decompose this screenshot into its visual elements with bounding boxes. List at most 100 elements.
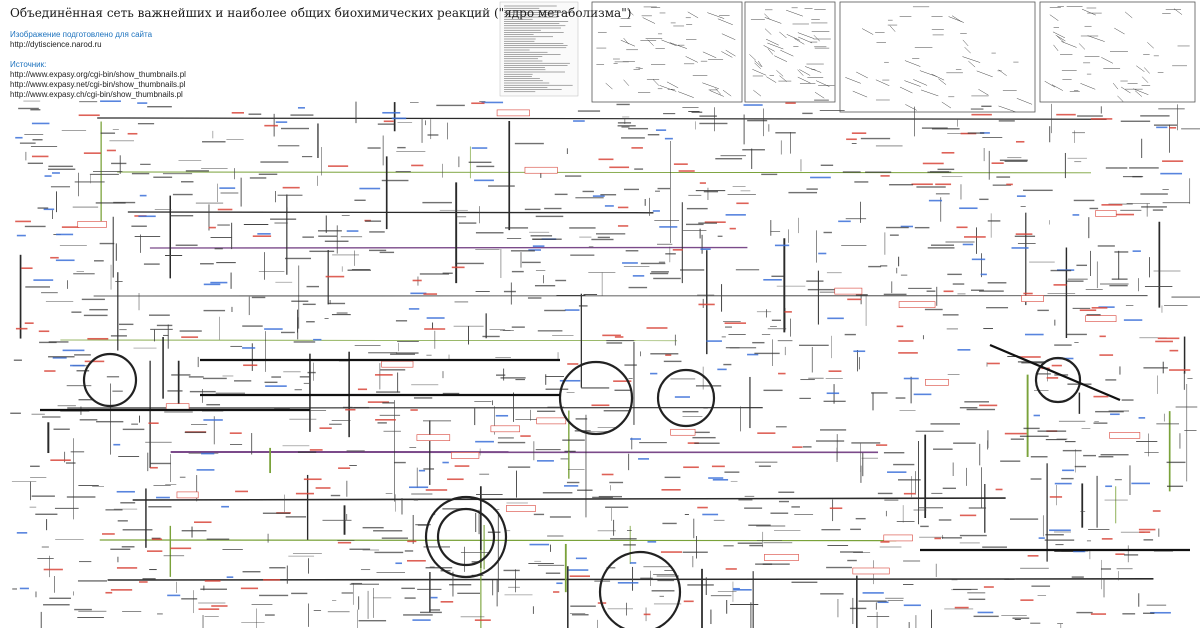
source-url-link[interactable]: http://www.expasy.net/cgi-bin/show_thumb… (10, 80, 186, 89)
compound-name (330, 494, 341, 497)
source-url-link[interactable]: http://www.expasy.ch/cgi-bin/show_thumbn… (10, 90, 183, 99)
enzyme-label (660, 551, 683, 553)
enzyme-label (532, 245, 545, 247)
compound-name (947, 273, 962, 276)
reaction-arrow (976, 70, 993, 78)
enzyme-label (757, 432, 776, 434)
compound-name (214, 247, 223, 250)
compound-name (605, 506, 629, 508)
enzyme-label (84, 360, 105, 363)
compound-name (413, 397, 433, 399)
enzyme-label (553, 591, 560, 593)
site-url-link[interactable]: http://dytiscience.narod.ru (10, 40, 102, 49)
reaction-arrow (799, 69, 811, 76)
compound-name (318, 235, 338, 237)
compound-name (1066, 333, 1087, 336)
compound-name (699, 115, 717, 117)
compound-name (369, 231, 385, 233)
compound-name (788, 191, 818, 194)
compound-name (762, 563, 790, 565)
pathway-name-box (524, 166, 558, 174)
compound-name (74, 354, 91, 356)
enzyme-label (655, 129, 667, 131)
compound-name (30, 465, 40, 468)
enzyme-label (367, 401, 390, 403)
enzyme-label (1169, 369, 1191, 371)
enzyme-label (1138, 528, 1156, 531)
enzyme-label (56, 233, 74, 236)
reaction-arrow (1117, 95, 1124, 102)
enzyme-label (1015, 233, 1033, 235)
pathway-line (127, 211, 654, 214)
enzyme-label (700, 248, 711, 250)
compound-name (771, 319, 782, 322)
compound-name (171, 374, 191, 376)
enzyme-label (410, 409, 418, 411)
enzyme-label (471, 102, 485, 105)
compound-name (1093, 422, 1108, 424)
pathway-name-box (451, 452, 480, 459)
compound-name (747, 119, 768, 122)
enzyme-label (15, 220, 31, 223)
enzyme-label (52, 172, 60, 174)
enzyme-label (410, 292, 427, 295)
compound-name (715, 158, 743, 160)
reaction-arrow (767, 42, 784, 50)
compound-name (264, 381, 278, 384)
enzyme-label (1015, 140, 1025, 143)
enzyme-label (652, 210, 660, 212)
enzyme-label (1101, 538, 1113, 540)
pathway-name-box (925, 379, 949, 386)
compound-name (180, 181, 194, 183)
compound-name (147, 105, 172, 108)
reaction-arrow (797, 76, 811, 84)
compound-name (202, 141, 226, 143)
enzyme-label (424, 328, 446, 330)
pathway-name-box (506, 505, 536, 512)
enzyme-label (896, 325, 904, 328)
enzyme-label (1139, 531, 1151, 533)
enzyme-label (708, 477, 724, 479)
compound-name (1012, 617, 1030, 619)
enzyme-label (903, 377, 919, 380)
compound-name (110, 548, 131, 550)
compound-name (544, 207, 562, 210)
compound-name (651, 271, 669, 273)
enzyme-label (1006, 183, 1013, 186)
enzyme-label (359, 187, 381, 190)
compound-name (18, 107, 39, 110)
compound-name (979, 198, 989, 201)
compound-name (242, 325, 263, 327)
reaction-arrow (794, 38, 805, 45)
compound-name (592, 496, 613, 499)
inset-panel (744, 1, 836, 103)
enzyme-label (105, 591, 113, 594)
reaction-arrow (998, 105, 1016, 113)
compound-name (362, 526, 384, 529)
reaction-arrow (763, 45, 775, 52)
compound-name (271, 376, 282, 378)
compound-name (475, 232, 504, 234)
compound-name (1019, 435, 1049, 438)
enzyme-label (1156, 126, 1168, 129)
source-url-link[interactable]: http://www.expasy.org/cgi-bin/show_thumb… (10, 70, 186, 79)
compound-name (577, 489, 593, 491)
compound-name (510, 250, 535, 252)
compound-name (511, 326, 525, 328)
compound-name (43, 604, 70, 606)
enzyme-label (573, 120, 585, 122)
pathway-name-box (764, 554, 799, 561)
compound-name (534, 284, 556, 287)
compound-name (96, 420, 124, 423)
enzyme-label (83, 152, 101, 154)
enzyme-label (406, 559, 426, 562)
reaction-arrow (752, 69, 767, 76)
compound-name (1086, 314, 1101, 316)
compound-name (347, 269, 371, 271)
compound-name (844, 333, 856, 336)
reaction-arrow (642, 17, 656, 24)
compound-name (122, 529, 153, 531)
enzyme-label (1033, 414, 1040, 417)
enzyme-label (687, 442, 699, 444)
compound-name (1050, 269, 1072, 272)
